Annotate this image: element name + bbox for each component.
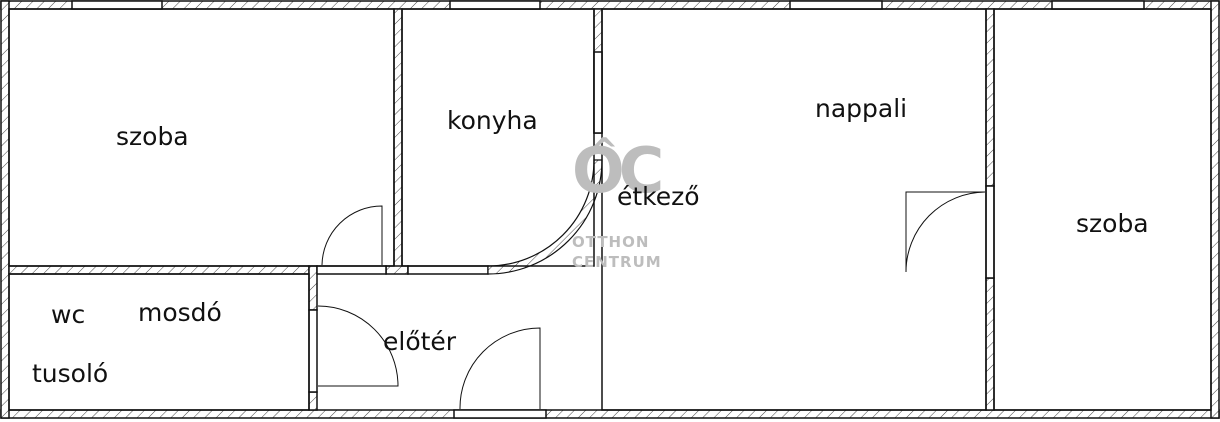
- logo-mark-icon: ^OC: [572, 131, 664, 207]
- watermark-line1: OTTHON: [572, 233, 650, 251]
- room-label-mosdo: mosdó: [138, 298, 222, 327]
- watermark-line2: CENTRUM: [572, 253, 662, 271]
- room-outlines: [8, 8, 1212, 411]
- room-label-eloter: előtér: [383, 327, 457, 356]
- interior-walls: [8, 8, 995, 411]
- room-label-etkezo: étkező: [617, 182, 700, 211]
- room-label-konyha: konyha: [447, 106, 538, 135]
- room-label-wc: wc: [51, 300, 86, 329]
- room-label-tusolo: tusoló: [32, 359, 109, 388]
- room-label-szoba-right: szoba: [1076, 209, 1149, 238]
- room-label-szoba-left: szoba: [116, 122, 189, 151]
- door-swings: [317, 191, 986, 410]
- otthon-centrum-watermark: ^OC OTTHON CENTRUM: [572, 131, 664, 272]
- room-label-nappali: nappali: [815, 94, 908, 123]
